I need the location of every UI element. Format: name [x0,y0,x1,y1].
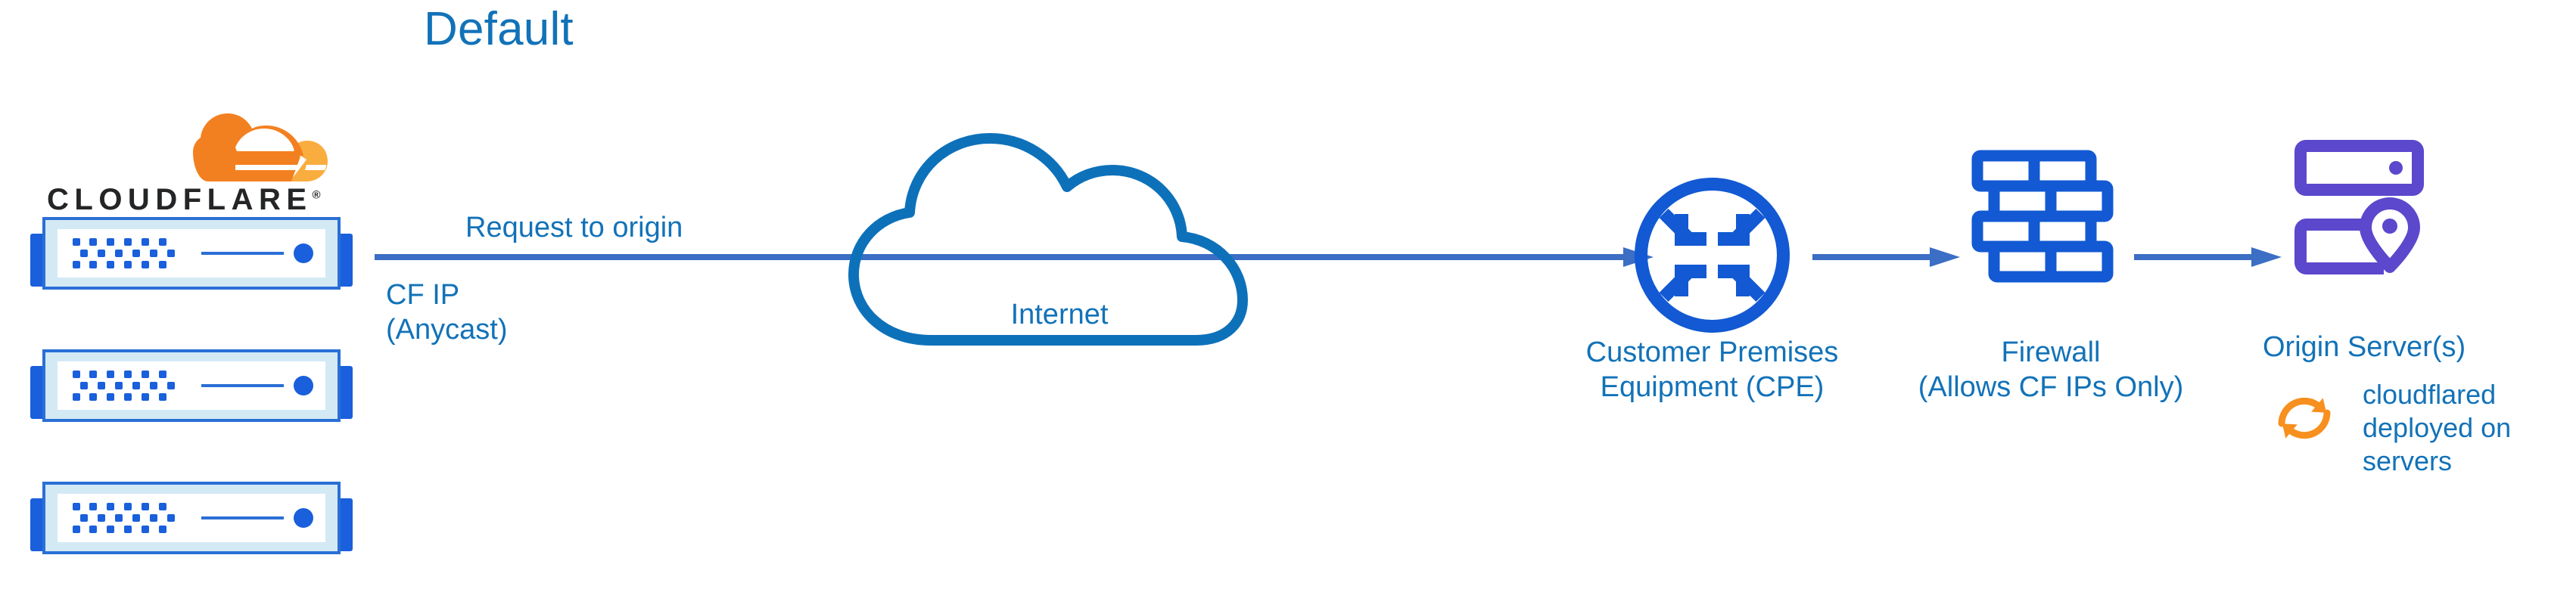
origin-server-label: Origin Server(s) [2263,331,2466,363]
cf-ip-line-1: CF IP [386,279,460,311]
cpe-label-line-1: Customer Premises [1585,336,1839,368]
cloudflare-edge-server-2 [30,349,353,422]
cloudflared-note: cloudflared deployed on servers [2363,378,2511,478]
firewall-label-line-1: Firewall [2001,336,2101,368]
router-icon [1635,178,1790,333]
sync-arrows-icon [2278,397,2331,439]
cpe-label: Customer Premises Equipment (CPE) [1514,335,1911,405]
cloudflare-brand: CLOUDFLARE® [30,106,356,219]
cloudflared-note-line-1: cloudflared [2363,379,2497,410]
cf-ip-line-2: (Anycast) [386,314,508,346]
cf-ip-anycast-label: CF IP (Anycast) [386,278,507,347]
arrow-cpe-to-firewall [1812,247,1960,267]
cloudflare-cloud-logo [193,113,328,181]
cloudflare-edge-server-3 [30,482,353,554]
cpe-label-line-2: Equipment (CPE) [1600,371,1825,403]
request-to-origin-label: Request to origin [465,212,683,243]
server-stack-location-icon [2294,140,2424,274]
cloudflare-wordmark-text: CLOUDFLARE [47,183,313,216]
cloudflare-wordmark: CLOUDFLARE® [47,183,321,217]
cloudflared-note-line-3: servers [2363,445,2453,476]
firewall-label-line-2: (Allows CF IPs Only) [1918,371,2184,403]
internet-label: Internet [1010,299,1109,330]
registered-trademark-mark: ® [312,188,321,202]
firewall-label: Firewall (Allows CF IPs Only) [1877,335,2225,405]
arrow-firewall-to-origin [2134,247,2282,267]
page-title: Default [424,3,574,55]
cloudflare-edge-server-1 [30,217,353,290]
brick-wall-icon [1971,150,2114,283]
cloudflared-note-line-2: deployed on [2363,412,2512,443]
cloud-icon [848,133,1248,346]
